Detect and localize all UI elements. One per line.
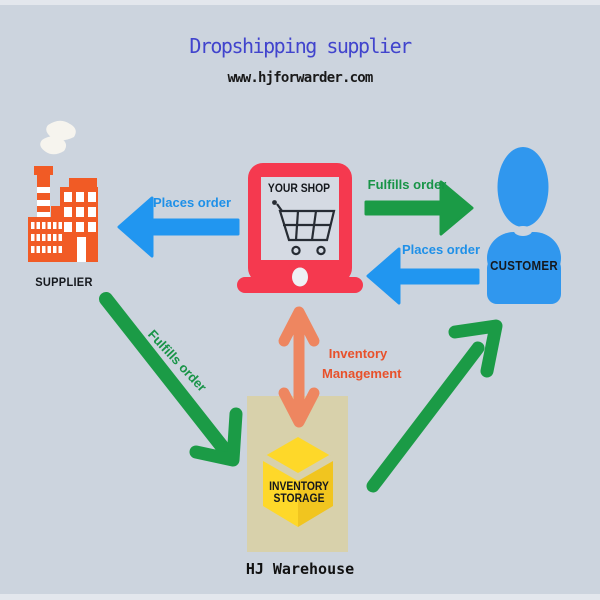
inventory-management-line2: Management bbox=[322, 366, 402, 381]
shop-label: YOUR SHOP bbox=[267, 183, 331, 195]
smoke-icon bbox=[46, 120, 76, 141]
arrow-shop-to-customer bbox=[364, 180, 474, 236]
supplier-label: SUPPLIER bbox=[35, 275, 93, 289]
label-places-order-supplier: Places order bbox=[152, 195, 232, 210]
arrow-shop-to-supplier bbox=[117, 196, 240, 258]
shop-laptop-icon bbox=[237, 163, 363, 293]
inventory-management-line1: Inventory bbox=[328, 346, 388, 361]
label-inventory-management: Inventory Management bbox=[322, 344, 401, 384]
customer-label: CUSTOMER bbox=[490, 259, 558, 273]
factory-icon bbox=[28, 120, 98, 262]
arrow-supplier-to-warehouse bbox=[99, 292, 243, 467]
page-subtitle: www.hjforwarder.com bbox=[227, 70, 374, 86]
arrow-customer-to-shop bbox=[366, 247, 480, 305]
storage-box-icon bbox=[263, 437, 333, 527]
label-fulfills-order-customer: Fulfills order bbox=[367, 177, 447, 192]
inventory-storage-label: INVENTORY STORAGE bbox=[269, 481, 329, 505]
shopping-cart-icon bbox=[276, 203, 336, 256]
page-title: Dropshipping supplier bbox=[189, 34, 412, 58]
top-border bbox=[0, 0, 600, 5]
customer-icon bbox=[487, 147, 561, 304]
arrow-warehouse-to-customer bbox=[366, 319, 503, 493]
bottom-border bbox=[0, 594, 600, 600]
hj-warehouse-caption: HJ Warehouse bbox=[245, 560, 355, 578]
arrow-inventory-sync bbox=[278, 306, 320, 428]
label-places-order-shop: Places order bbox=[401, 242, 481, 257]
